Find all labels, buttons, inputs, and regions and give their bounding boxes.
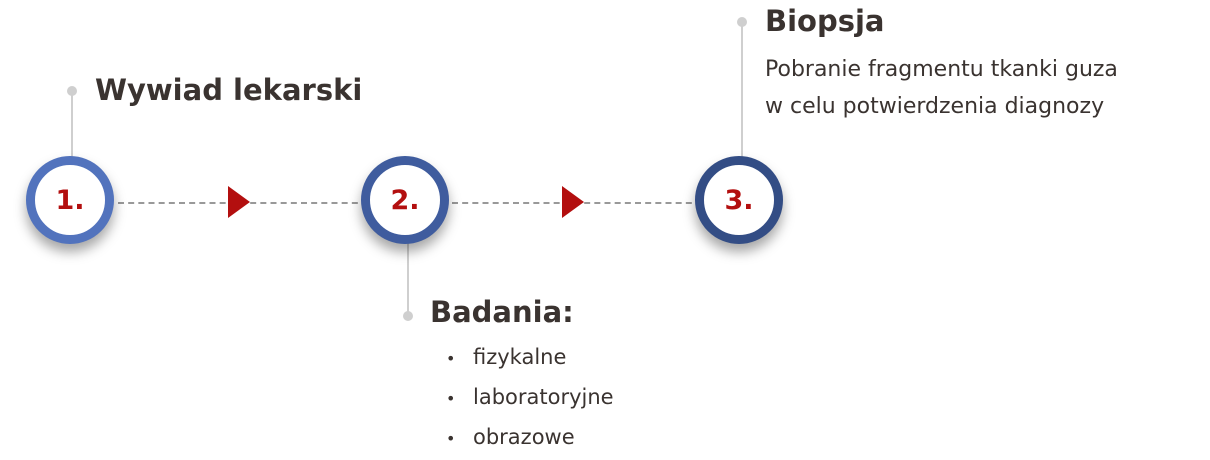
list-item: laboratoryjne [446,380,614,420]
step-2-circle: 2. [361,156,449,244]
step-1-number: 1. [55,184,85,216]
step-1-circle: 1. [26,156,114,244]
step-1-leader-line [71,91,73,171]
step-3-description-line-2: w celu potwierdzenia diagnozy [765,94,1105,119]
arrow-right-icon [228,186,250,218]
step-2-leader-dot [403,311,413,321]
step-3-title: Biopsja [765,4,885,38]
step-2-leader-line [407,240,409,316]
step-3-number: 3. [724,184,754,216]
step-1-title: Wywiad lekarski [95,73,363,107]
arrow-right-icon [562,186,584,218]
step-1-leader-dot [67,86,77,96]
step-2-list: fizykalne laboratoryjne obrazowe [446,340,614,460]
step-3-leader-dot [737,17,747,27]
step-3-leader-line [741,22,743,162]
step-2-number: 2. [390,184,420,216]
list-item: fizykalne [446,340,614,380]
step-3-description-line-1: Pobranie fragmentu tkanki guza [765,57,1118,82]
step-3-circle: 3. [695,156,783,244]
list-item: obrazowe [446,420,614,460]
step-2-title: Badania: [430,295,574,329]
